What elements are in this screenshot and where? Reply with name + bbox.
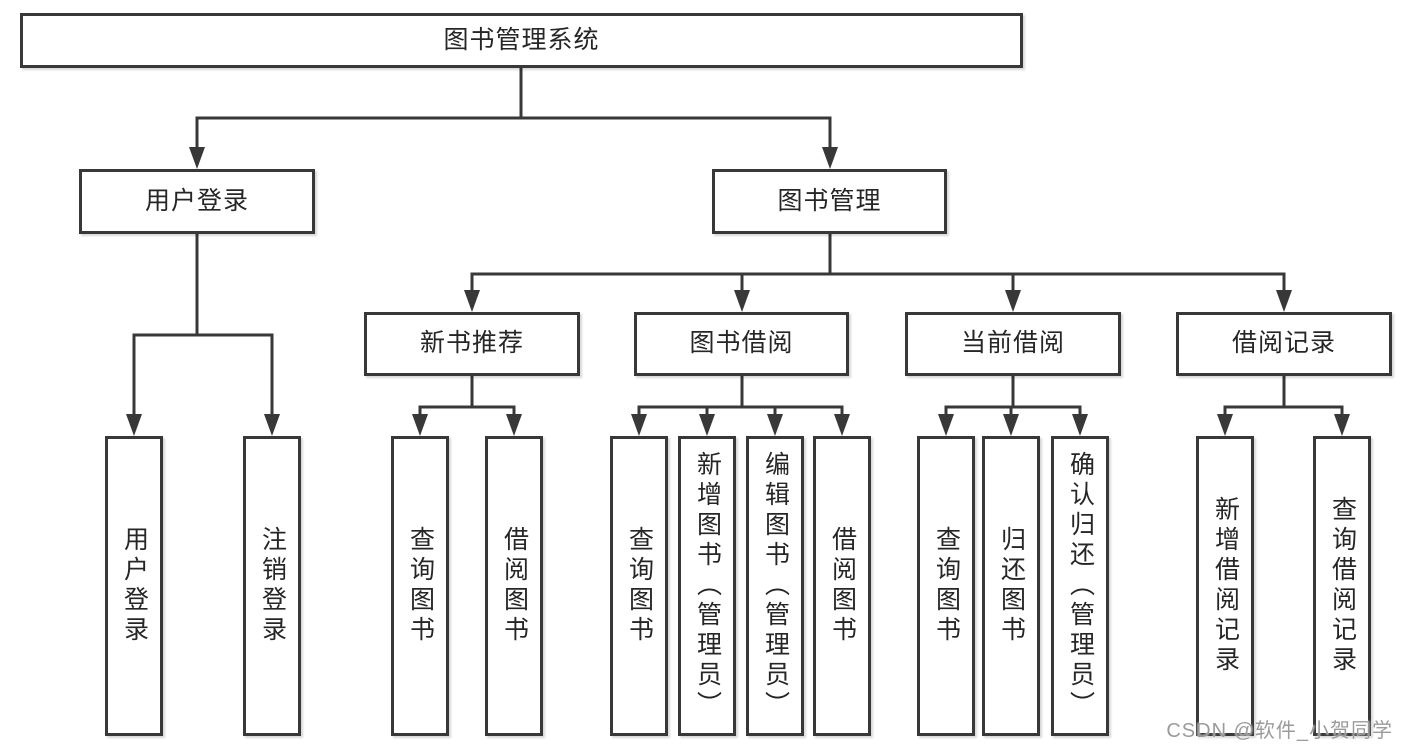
connector-path <box>132 232 274 420</box>
node-leaf-logout: 注销登录 <box>243 436 301 736</box>
node-label-book-borrowing: 图书借阅 <box>689 329 794 358</box>
arrowhead-icon <box>1276 290 1292 312</box>
arrowhead-icon <box>1003 414 1019 436</box>
arrowhead-icon <box>126 414 142 436</box>
arrowhead-icon <box>631 414 647 436</box>
node-label-book-management: 图书管理 <box>777 186 882 215</box>
node-label-borrowing-records: 借阅记录 <box>1231 329 1336 358</box>
node-leaf-query-borrow-rec: 查询借阅记录 <box>1313 436 1371 736</box>
node-leaf-borrow-books-bor: 借阅图书 <box>813 436 871 736</box>
node-label-leaf-return-books: 归还图书 <box>997 526 1026 646</box>
node-leaf-query-books-bor: 查询图书 <box>610 436 668 736</box>
node-label-current-borrowing: 当前借阅 <box>960 329 1065 358</box>
arrowhead-icon <box>264 414 280 436</box>
node-label-leaf-query-books-cur: 查询图书 <box>932 526 961 646</box>
node-label-leaf-logout: 注销登录 <box>258 526 287 646</box>
node-label-root-system: 图书管理系统 <box>443 25 600 54</box>
csdn-watermark: CSDN @软件_小贺同学 <box>1166 720 1393 742</box>
arrowhead-icon <box>506 414 522 436</box>
node-label-new-book-recommend: 新书推荐 <box>419 329 524 358</box>
arrowhead-icon <box>767 414 783 436</box>
arrowhead-icon <box>822 147 838 169</box>
node-leaf-add-books-admin: 新增图书（管理员） <box>678 436 736 736</box>
node-leaf-confirm-return: 确认归还（管理员） <box>1051 436 1109 736</box>
node-leaf-edit-books-admin: 编辑图书（管理员） <box>746 436 804 736</box>
node-leaf-user-login: 用户登录 <box>105 436 163 736</box>
node-label-leaf-query-books-bor: 查询图书 <box>625 526 654 646</box>
node-user-login: 用户登录 <box>79 169 315 234</box>
arrowhead-icon <box>1072 414 1088 436</box>
arrowhead-icon <box>834 414 850 436</box>
arrowhead-icon <box>464 290 480 312</box>
connector-path <box>470 232 1286 296</box>
connector-path <box>418 374 516 420</box>
arrowhead-icon <box>938 414 954 436</box>
node-label-leaf-edit-books-admin: 编辑图书（管理员） <box>761 451 790 721</box>
node-label-leaf-add-borrow-rec: 新增借阅记录 <box>1211 496 1240 676</box>
node-book-management: 图书管理 <box>712 169 947 234</box>
node-leaf-borrow-books-rec: 借阅图书 <box>485 436 543 736</box>
node-leaf-query-books-rec: 查询图书 <box>391 436 449 736</box>
node-leaf-add-borrow-rec: 新增借阅记录 <box>1196 436 1254 736</box>
node-label-leaf-user-login: 用户登录 <box>120 526 149 646</box>
node-root-system: 图书管理系统 <box>20 13 1023 68</box>
arrowhead-icon <box>189 147 205 169</box>
arrowhead-icon <box>1217 414 1233 436</box>
node-borrowing-records: 借阅记录 <box>1176 312 1392 376</box>
node-leaf-query-books-cur: 查询图书 <box>917 436 975 736</box>
arrowhead-icon <box>412 414 428 436</box>
connector-path <box>944 374 1082 420</box>
arrowhead-icon <box>699 414 715 436</box>
node-label-leaf-borrow-books-bor: 借阅图书 <box>828 526 857 646</box>
node-label-leaf-borrow-books-rec: 借阅图书 <box>500 526 529 646</box>
node-label-user-login: 用户登录 <box>144 186 249 215</box>
node-book-borrowing: 图书借阅 <box>634 312 849 376</box>
node-leaf-return-books: 归还图书 <box>982 436 1040 736</box>
arrowhead-icon <box>1334 414 1350 436</box>
arrowhead-icon <box>1005 290 1021 312</box>
node-label-leaf-query-books-rec: 查询图书 <box>406 526 435 646</box>
arrowhead-icon <box>734 290 750 312</box>
node-label-leaf-query-borrow-rec: 查询借阅记录 <box>1328 496 1357 676</box>
node-current-borrowing: 当前借阅 <box>905 312 1121 376</box>
connector-path <box>195 66 832 153</box>
node-label-leaf-add-books-admin: 新增图书（管理员） <box>693 451 722 721</box>
connector-path <box>637 374 844 420</box>
node-label-leaf-confirm-return: 确认归还（管理员） <box>1066 451 1095 721</box>
connector-path <box>1223 374 1344 420</box>
node-new-book-recommend: 新书推荐 <box>364 312 580 376</box>
